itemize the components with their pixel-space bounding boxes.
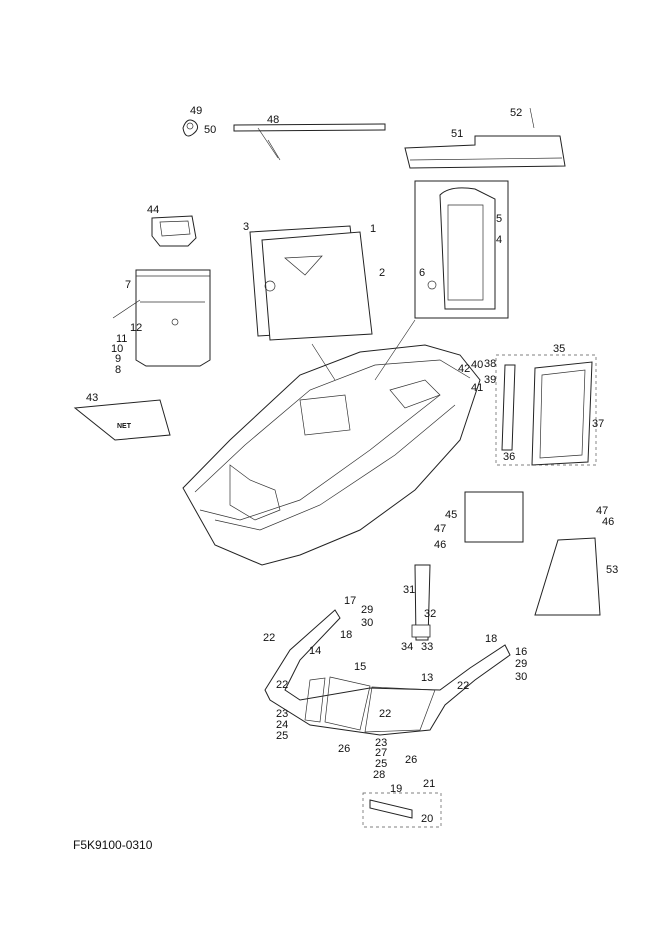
callout: 21 bbox=[423, 778, 435, 790]
callout: 30 bbox=[361, 617, 373, 629]
callout: 16 bbox=[515, 646, 527, 658]
callout: 18 bbox=[340, 629, 352, 641]
callout: 51 bbox=[451, 128, 463, 140]
callout: 45 bbox=[445, 509, 457, 521]
callout: 23 bbox=[375, 737, 387, 749]
callout: 26 bbox=[405, 754, 417, 766]
callout: 14 bbox=[309, 645, 321, 657]
windshield bbox=[264, 564, 511, 736]
inset-detail bbox=[414, 180, 509, 319]
knob-part bbox=[182, 119, 199, 137]
frame-part bbox=[464, 491, 524, 543]
callout: 40 bbox=[471, 359, 483, 371]
bin-part bbox=[151, 215, 197, 247]
callout: 19 bbox=[390, 783, 402, 795]
callout: 48 bbox=[267, 114, 279, 126]
side-panel bbox=[534, 537, 601, 616]
callout: 30 bbox=[515, 671, 527, 683]
callout: 17 bbox=[344, 595, 356, 607]
hatch-detail bbox=[495, 354, 597, 466]
callout: 9 bbox=[115, 353, 121, 365]
callout: 39 bbox=[484, 374, 496, 386]
callout: 7 bbox=[125, 279, 131, 291]
callout: 46 bbox=[434, 539, 446, 551]
callout: 25 bbox=[375, 758, 387, 770]
callout: 22 bbox=[379, 708, 391, 720]
boat-hull bbox=[182, 319, 481, 566]
callout: 22 bbox=[457, 680, 469, 692]
callout: 10 bbox=[111, 343, 123, 355]
callout: 42 bbox=[458, 363, 470, 375]
callout: 43 bbox=[86, 392, 98, 404]
rail-part bbox=[404, 135, 566, 169]
callout: 1 bbox=[370, 223, 376, 235]
callout: 52 bbox=[510, 107, 522, 119]
callout: 22 bbox=[276, 679, 288, 691]
net-label: NET bbox=[117, 423, 132, 430]
net-part bbox=[73, 399, 171, 441]
callout: 28 bbox=[373, 769, 385, 781]
callout: 47 bbox=[434, 523, 446, 535]
storage-panel bbox=[112, 269, 211, 367]
callout: 37 bbox=[592, 418, 604, 430]
callout: 6 bbox=[419, 267, 425, 279]
rod-part bbox=[233, 123, 386, 161]
callout: 41 bbox=[471, 382, 483, 394]
callout: 44 bbox=[147, 204, 159, 216]
callout: 29 bbox=[361, 604, 373, 616]
callout: 31 bbox=[403, 584, 415, 596]
callout: 47 bbox=[596, 505, 608, 517]
callout: 2 bbox=[379, 267, 385, 279]
callout: 26 bbox=[338, 743, 350, 755]
callout: 49 bbox=[190, 105, 202, 117]
callout: 33 bbox=[421, 641, 433, 653]
callout: 27 bbox=[375, 747, 387, 759]
callout: 22 bbox=[263, 632, 275, 644]
callout: 25 bbox=[276, 730, 288, 742]
callout: 34 bbox=[401, 641, 413, 653]
callout: 53 bbox=[606, 564, 618, 576]
callout: 5 bbox=[496, 213, 502, 225]
callout: 23 bbox=[276, 708, 288, 720]
callout-labels: 49 50 48 52 51 44 3 1 2 5 4 6 7 12 11 10… bbox=[86, 105, 618, 825]
callout: 12 bbox=[130, 322, 142, 334]
drawing-code: F5K9100-0310 bbox=[73, 838, 153, 852]
callout: 32 bbox=[424, 608, 436, 620]
callout: 4 bbox=[496, 234, 502, 246]
callout: 36 bbox=[503, 451, 515, 463]
callout: 18 bbox=[485, 633, 497, 645]
callout: 38 bbox=[484, 358, 496, 370]
door-panel bbox=[249, 225, 373, 341]
callout: 11 bbox=[116, 333, 127, 345]
callout: 50 bbox=[204, 124, 216, 136]
callout: 29 bbox=[515, 658, 527, 670]
callout: 24 bbox=[276, 719, 288, 731]
callout: 20 bbox=[421, 813, 433, 825]
callout: 35 bbox=[553, 343, 565, 355]
strip-detail bbox=[362, 792, 442, 828]
callout: 13 bbox=[421, 672, 433, 684]
callout: 3 bbox=[243, 221, 249, 233]
callout: 8 bbox=[115, 364, 121, 376]
callout: 46 bbox=[602, 516, 614, 528]
screw-part bbox=[529, 107, 535, 129]
callout: 15 bbox=[354, 661, 366, 673]
